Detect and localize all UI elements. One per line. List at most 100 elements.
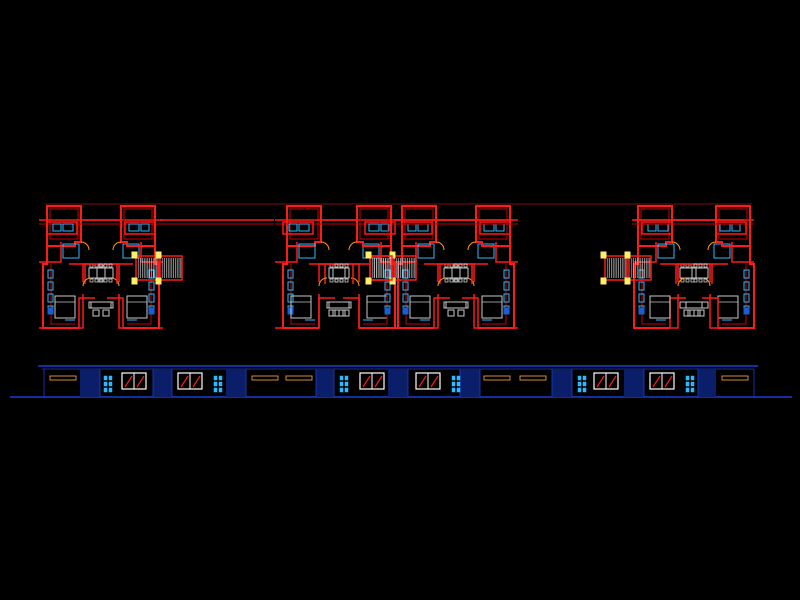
sofa xyxy=(443,301,467,309)
stair-core xyxy=(393,255,417,281)
chair xyxy=(693,278,698,283)
window-pane xyxy=(582,381,587,387)
chair xyxy=(698,263,703,268)
window-pane xyxy=(456,387,461,393)
window-pane xyxy=(456,375,461,381)
wall-outline xyxy=(46,205,82,247)
window-pane xyxy=(690,375,695,381)
wall-left-inner xyxy=(127,264,152,325)
window-pane xyxy=(690,387,695,393)
partition xyxy=(634,294,679,329)
wall-outline xyxy=(286,205,322,247)
chair xyxy=(108,263,113,268)
column xyxy=(365,277,372,285)
chair xyxy=(454,278,459,283)
window-pane xyxy=(456,381,461,387)
window-pane xyxy=(213,387,218,393)
door-swing xyxy=(320,241,330,251)
window-glass xyxy=(418,375,427,388)
sink-fixture xyxy=(483,223,495,232)
double-window xyxy=(649,372,675,390)
chair xyxy=(444,278,449,283)
window-glass xyxy=(596,375,605,388)
window-pane xyxy=(344,387,349,393)
kitchen-cabinet xyxy=(503,293,510,303)
partition xyxy=(660,263,711,282)
window-pane xyxy=(344,375,349,381)
armchair xyxy=(328,309,336,317)
wall-left-inner xyxy=(641,264,666,325)
wall-inner xyxy=(478,208,508,240)
dining-table xyxy=(332,267,350,279)
chair xyxy=(339,278,344,283)
sofa xyxy=(685,301,709,309)
door-swing xyxy=(671,241,681,251)
chair xyxy=(339,263,344,268)
bathroom-wall xyxy=(46,221,78,235)
column xyxy=(600,277,607,285)
stove-fixture xyxy=(148,307,155,315)
kitchen-cabinet xyxy=(287,269,294,279)
chair xyxy=(458,278,463,283)
window-glass xyxy=(136,375,145,388)
recessed-bay xyxy=(226,369,246,397)
partition xyxy=(78,297,95,328)
wall-inner xyxy=(718,208,748,240)
window-glass xyxy=(652,375,661,388)
double-window xyxy=(359,372,385,390)
window-glass xyxy=(608,375,617,388)
door-swing xyxy=(82,277,92,287)
kitchen-cabinet xyxy=(503,281,510,291)
armchair xyxy=(342,309,350,317)
stair-core xyxy=(604,255,628,281)
column xyxy=(624,251,631,259)
chair xyxy=(103,278,108,283)
partition xyxy=(473,294,518,329)
shower-fixture xyxy=(417,243,435,259)
stair-core xyxy=(135,255,159,281)
sofa xyxy=(326,301,350,309)
chair xyxy=(103,263,108,268)
armchair xyxy=(92,309,100,317)
sofa xyxy=(90,301,114,309)
window-pane xyxy=(685,375,690,381)
window-glass xyxy=(124,375,133,388)
vent-slot xyxy=(285,375,313,381)
partition xyxy=(275,294,320,329)
bed xyxy=(717,295,739,319)
chair xyxy=(453,263,458,268)
armchair xyxy=(332,309,340,317)
chair xyxy=(703,278,708,283)
chair xyxy=(463,278,468,283)
recessed-bay xyxy=(698,369,716,397)
sink-fixture xyxy=(657,223,669,232)
window-pane xyxy=(103,381,108,387)
window-pane xyxy=(108,375,113,381)
dining-table xyxy=(96,267,114,279)
window-pane xyxy=(103,375,108,381)
bathroom-wall xyxy=(641,221,673,235)
stair-core xyxy=(369,255,393,281)
window-pane xyxy=(451,387,456,393)
kitchen-cabinet xyxy=(148,293,155,303)
bed xyxy=(409,295,431,319)
window-pane xyxy=(218,375,223,381)
armchair xyxy=(102,309,110,317)
double-window xyxy=(177,372,203,390)
stair-core xyxy=(628,255,652,281)
kitchen-cabinet xyxy=(384,281,391,291)
door-swing xyxy=(707,241,717,251)
window-pane xyxy=(577,375,582,381)
kitchen-cabinet xyxy=(743,293,750,303)
chair xyxy=(693,263,698,268)
wall-left-inner xyxy=(722,264,747,325)
dining-table xyxy=(679,267,697,279)
partition xyxy=(462,297,479,328)
chair xyxy=(463,263,468,268)
window-glass xyxy=(362,375,371,388)
partition xyxy=(318,263,369,282)
wall-left xyxy=(478,246,515,329)
partition xyxy=(275,242,298,263)
wall-outline xyxy=(715,205,751,247)
